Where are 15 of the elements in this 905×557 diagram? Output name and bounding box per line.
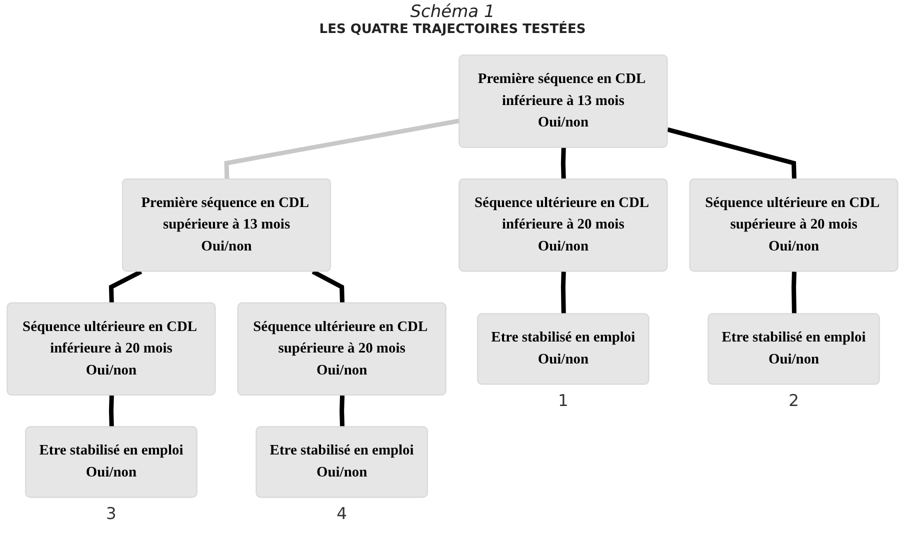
trajectory-number: 3: [106, 504, 116, 523]
connector: [667, 127, 796, 180]
connector: [312, 270, 345, 304]
diagram-subtitle: LES QUATRE TRAJECTOIRES TESTÉES: [318, 22, 587, 37]
trajectory-number: 2: [788, 390, 799, 410]
connector: [108, 270, 142, 304]
trajectory-number: 4: [336, 504, 347, 523]
connector: [792, 272, 796, 314]
connector: [560, 148, 566, 180]
diagram-title: Schéma 1: [409, 2, 496, 22]
connector: [560, 272, 566, 314]
connector: [224, 118, 460, 180]
trajectory-number: 1: [558, 390, 568, 410]
connector: [108, 395, 114, 428]
connector: [340, 395, 345, 428]
